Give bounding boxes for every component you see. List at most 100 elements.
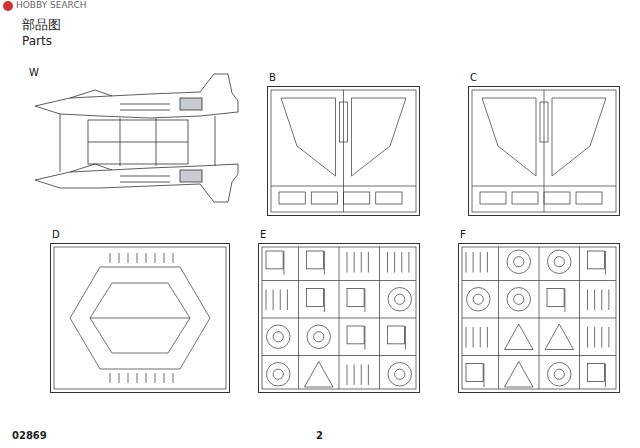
part (324, 251, 325, 275)
part (266, 290, 267, 311)
wheel-part (388, 363, 412, 387)
runner (271, 186, 416, 187)
part (128, 373, 129, 383)
part (173, 373, 174, 383)
part (487, 252, 488, 273)
part (388, 326, 405, 344)
wheel-part (267, 363, 291, 387)
part (601, 290, 602, 311)
sprue-group: W (28, 82, 242, 216)
part (483, 364, 484, 388)
runner (462, 247, 616, 389)
runner (262, 280, 416, 281)
part (361, 252, 362, 273)
part (307, 251, 324, 269)
part (368, 252, 369, 273)
sprue-parts (54, 90, 616, 389)
part (364, 326, 365, 350)
wing-part (281, 98, 336, 176)
watermark: HOBBY SEARCH (16, 1, 86, 11)
wheel-part (514, 257, 524, 267)
part (305, 362, 334, 388)
part (324, 289, 325, 313)
part (605, 251, 606, 275)
part (347, 252, 348, 273)
wing-part (352, 98, 407, 176)
title-english: Parts (22, 35, 52, 48)
part (587, 290, 588, 311)
part (173, 253, 174, 263)
sprue-frame: E (258, 243, 420, 393)
wheel-part (314, 332, 324, 342)
wheel-part (307, 325, 331, 349)
sprue-letter: B (269, 72, 276, 84)
part (564, 289, 565, 313)
part (128, 253, 129, 263)
part (466, 252, 467, 273)
sprue-frame: C (468, 86, 620, 216)
part (487, 327, 488, 348)
part (394, 252, 395, 273)
part (480, 252, 481, 273)
wheel-part (273, 332, 283, 342)
part (473, 252, 474, 273)
part (347, 289, 364, 307)
sprue-frame: F (458, 243, 620, 393)
part (155, 253, 156, 263)
part (545, 324, 574, 350)
part (347, 365, 348, 386)
part (594, 327, 595, 348)
wheel-part (548, 363, 572, 387)
part (387, 252, 388, 273)
part (340, 102, 348, 142)
part (90, 283, 190, 353)
part (354, 252, 355, 273)
part (480, 192, 506, 204)
part (576, 192, 602, 204)
part (401, 252, 402, 273)
part (287, 290, 288, 311)
runner (462, 318, 616, 319)
wheel-part (267, 325, 291, 349)
runner (462, 280, 616, 281)
wheel-part (514, 294, 524, 304)
runner (262, 355, 416, 356)
sprue-frame: B (267, 86, 420, 216)
part (283, 251, 284, 275)
part (405, 326, 406, 350)
title-chinese: 部品图 (22, 18, 61, 32)
part (164, 253, 165, 263)
runner (472, 186, 616, 187)
part (146, 253, 147, 263)
part (408, 252, 409, 273)
sprue-letter: E (260, 229, 266, 241)
runner (472, 90, 616, 212)
part (466, 364, 483, 382)
part (280, 290, 281, 311)
part (279, 192, 305, 204)
part (307, 289, 324, 307)
part (311, 192, 337, 204)
part (368, 365, 369, 386)
part (588, 364, 605, 382)
sprue-letter: D (52, 229, 60, 241)
part (505, 324, 534, 350)
fuselage-sprue (35, 74, 238, 202)
part (588, 251, 605, 269)
part (354, 365, 355, 386)
kit-number: 02869 (12, 430, 47, 441)
part (273, 290, 274, 311)
wing-part (482, 98, 536, 176)
part (146, 373, 147, 383)
part (608, 327, 609, 348)
sprue-letter: F (460, 229, 466, 241)
wheel-part (467, 288, 491, 312)
part (594, 290, 595, 311)
part (473, 327, 474, 348)
part (544, 192, 570, 204)
part (466, 327, 467, 348)
wheel-part (395, 294, 405, 304)
part (540, 102, 548, 142)
wheel-part (507, 250, 531, 274)
